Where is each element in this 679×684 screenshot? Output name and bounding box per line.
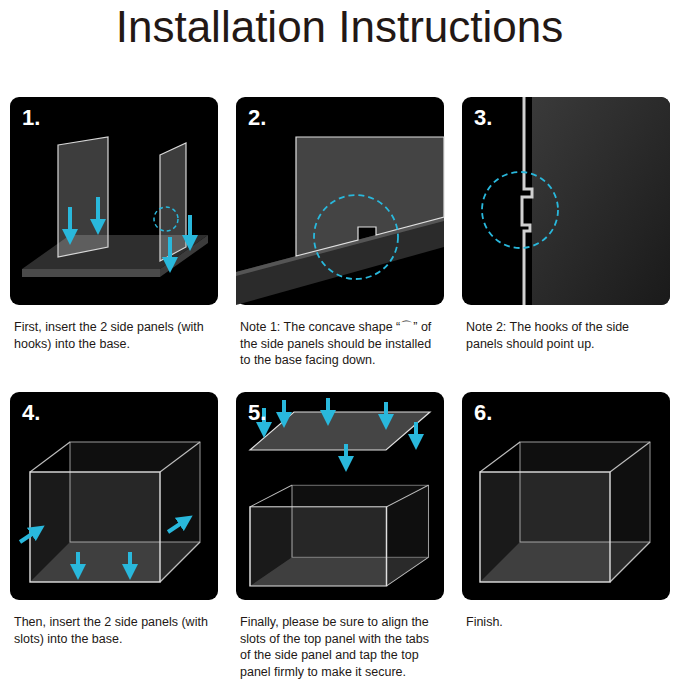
step4-illustration-part	[20, 530, 38, 542]
step5-illustration-part	[414, 422, 418, 442]
step5-illustration-part	[282, 400, 286, 420]
step-number: 4.	[10, 392, 40, 426]
step5-illustration	[250, 398, 430, 586]
step2-illustration	[236, 137, 444, 305]
step-panel: 3. Note 2: The hooks of the side panels s…	[462, 97, 670, 352]
step4-illustration-part	[30, 442, 200, 582]
step1-illustration-part	[22, 269, 160, 277]
step1-illustration-part	[168, 237, 172, 265]
step-number: 5.	[236, 392, 266, 426]
step1-illustration-part	[160, 143, 186, 261]
step5-illustration-part	[326, 398, 330, 418]
step1-illustration	[22, 137, 208, 277]
step-number: 1.	[10, 97, 40, 131]
panel-ground-part	[236, 97, 444, 305]
step3-illustration	[482, 97, 670, 305]
step-caption: Note 2: The hooks of the side panels sho…	[462, 319, 670, 352]
step4-illustration-part	[76, 552, 80, 572]
step-number: 3.	[462, 97, 492, 131]
step-panel: 5. Finally, please be sure to align the s…	[236, 392, 444, 680]
panel-ground-part	[236, 392, 444, 600]
step4-illustration	[20, 442, 200, 582]
step-panel: 4. Then, insert the 2 side panels (with s…	[10, 392, 218, 647]
step6-illustration-part	[480, 442, 650, 582]
panel-ground-part	[462, 392, 670, 600]
step-number: 2.	[236, 97, 266, 131]
step3-illustration-part	[532, 97, 670, 305]
step5-illustration-part	[344, 444, 348, 464]
step-panel: 6. Finish.	[462, 392, 670, 631]
panel-ground-part	[10, 97, 218, 305]
step4-illustration-part	[128, 552, 132, 572]
step-caption: Then, insert the 2 side panels (with slo…	[10, 614, 218, 647]
step-caption: First, insert the 2 side panels (with ho…	[10, 319, 218, 352]
step3-illustration-part	[522, 97, 532, 305]
step5-illustration-part	[384, 402, 388, 422]
panel-ground-part	[462, 97, 670, 305]
step1-illustration-part	[58, 137, 108, 257]
step5-illustration-part	[250, 412, 430, 450]
panel-ground	[10, 97, 670, 600]
step6-illustration	[480, 442, 650, 582]
step2-illustration-part	[314, 195, 398, 279]
step3-illustration-part	[482, 172, 558, 248]
step1-illustration-part	[154, 207, 178, 231]
page-title: Installation Instructions	[0, 2, 679, 53]
panel-ground-part	[10, 392, 218, 600]
step-caption: Finally, please be sure to align the slo…	[236, 614, 444, 680]
step1-illustration-part	[188, 215, 192, 243]
step-panel: 1. First, insert the 2 side panels (with …	[10, 97, 218, 352]
step4-illustration-part	[168, 520, 186, 532]
step-caption: Note 1: The concave shape “⌒” of the sid…	[236, 319, 444, 369]
step5-illustration-part	[250, 485, 429, 586]
step-panel: 2. Note 1: The concave shape “⌒” of the s…	[236, 97, 444, 369]
step-caption: Finish.	[462, 614, 670, 631]
step-number: 6.	[462, 392, 492, 426]
step1-illustration-part	[68, 207, 72, 237]
step1-illustration-part	[96, 197, 100, 227]
